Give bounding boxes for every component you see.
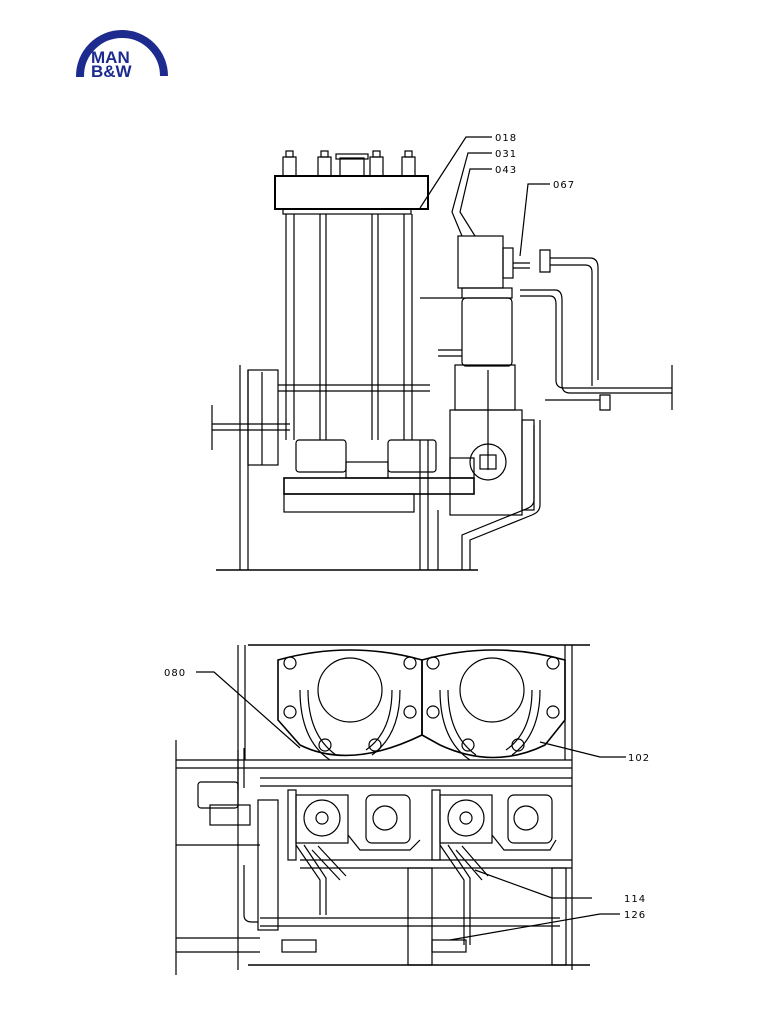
callout-031: 031 <box>495 149 517 160</box>
logo-line-1: MAN <box>91 48 130 67</box>
callout-067: 067 <box>553 180 575 191</box>
upper-callouts: 018 031 043 067 <box>495 133 575 191</box>
man-bw-logo: MAN B&W <box>76 30 168 81</box>
logo-line-2: B&W <box>91 62 133 81</box>
callout-114: 114 <box>624 894 646 905</box>
callout-080: 080 <box>164 668 186 679</box>
lower-callouts: 080 102 114 126 <box>164 668 650 921</box>
upper-view <box>211 136 673 571</box>
callout-043: 043 <box>495 165 517 176</box>
lower-view <box>175 644 626 975</box>
callout-018: 018 <box>495 133 517 144</box>
callout-126: 126 <box>624 910 646 921</box>
callout-102: 102 <box>628 753 650 764</box>
